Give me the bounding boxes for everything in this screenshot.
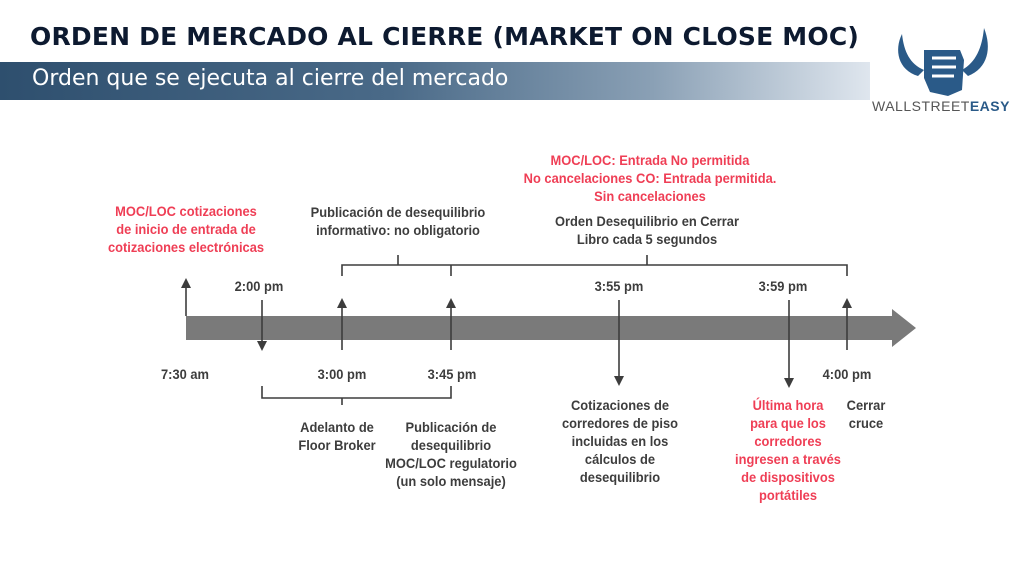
time-1500: 3:00 pm xyxy=(317,366,367,382)
line: MOC/LOC cotizaciones xyxy=(115,203,257,219)
line: MOC/LOC: Entrada No permitida xyxy=(550,152,750,168)
event-moc-loc-quotes: MOC/LOC cotizaciones de inicio de entrad… xyxy=(103,202,269,256)
event-floor-quotes: Cotizaciones de corredores de piso inclu… xyxy=(557,396,682,486)
event-closing-cross: Cerrar cruce xyxy=(838,396,893,432)
line: cruce xyxy=(848,415,884,431)
event-last-hour: Última hora para que los corredores ingr… xyxy=(724,396,853,504)
page-subtitle: Orden que se ejecuta al cierre del merca… xyxy=(32,66,509,91)
line: Orden Desequilibrio en Cerrar xyxy=(555,213,739,229)
line: Libro cada 5 segundos xyxy=(576,231,718,247)
brand-bold: EASY xyxy=(969,98,1010,114)
line: incluidas en los xyxy=(571,433,669,449)
line: desequilibrio xyxy=(579,469,661,485)
line: Publicación de xyxy=(405,419,497,435)
bracket-lower xyxy=(261,386,452,405)
event-imbalance-book: Orden Desequilibrio en Cerrar Libro cada… xyxy=(545,212,749,248)
line: Floor Broker xyxy=(298,437,376,453)
line: corredores xyxy=(754,433,822,449)
line: cálculos de xyxy=(584,451,656,467)
line: corredores de piso xyxy=(562,415,678,431)
line: informativo: no obligatorio xyxy=(316,222,480,238)
subtitle-banner xyxy=(0,62,870,100)
line: Adelanto de xyxy=(300,419,374,435)
line: (un solo mensaje) xyxy=(396,473,506,489)
time-1400: 2:00 pm xyxy=(234,278,284,294)
line: ingresen a través xyxy=(735,451,841,467)
page-title: ORDEN DE MERCADO AL CIERRE (MARKET ON CL… xyxy=(30,22,860,51)
line: portátiles xyxy=(759,487,817,503)
time-1600: 4:00 pm xyxy=(822,366,872,382)
line: Última hora xyxy=(752,397,824,413)
event-floor-broker: Adelanto de Floor Broker xyxy=(286,418,387,454)
timeline-bar xyxy=(186,309,916,347)
time-1545: 3:45 pm xyxy=(427,366,477,382)
line: Cotizaciones de xyxy=(570,397,670,413)
line: desequilibrio xyxy=(410,437,492,453)
bracket-upper xyxy=(341,255,848,276)
event-moc-restrictions: MOC/LOC: Entrada No permitida No cancela… xyxy=(514,151,786,205)
event-regulatory-publication: Publicación de desequilibrio MOC/LOC reg… xyxy=(378,418,523,490)
line: para que los xyxy=(750,415,826,431)
line: Cerrar xyxy=(846,397,886,413)
bull-fist-icon xyxy=(898,28,988,96)
event-informative-publication: Publicación de desequilibrio informativo… xyxy=(299,203,498,239)
line: de dispositivos xyxy=(741,469,835,485)
brand-light: WALLSTREET xyxy=(872,98,970,114)
brand-wordmark: WALLSTREETEASY xyxy=(872,98,1010,114)
time-0730: 7:30 am xyxy=(161,366,209,382)
line: Publicación de desequilibrio xyxy=(310,204,486,220)
line: MOC/LOC regulatorio xyxy=(385,455,517,471)
time-1555: 3:55 pm xyxy=(594,278,644,294)
line: No cancelaciones CO: Entrada permitida. xyxy=(523,170,777,186)
line: cotizaciones electrónicas xyxy=(107,239,265,255)
line: Sin cancelaciones xyxy=(594,188,706,204)
line: de inicio de entrada de xyxy=(116,221,256,237)
time-1559: 3:59 pm xyxy=(758,278,808,294)
